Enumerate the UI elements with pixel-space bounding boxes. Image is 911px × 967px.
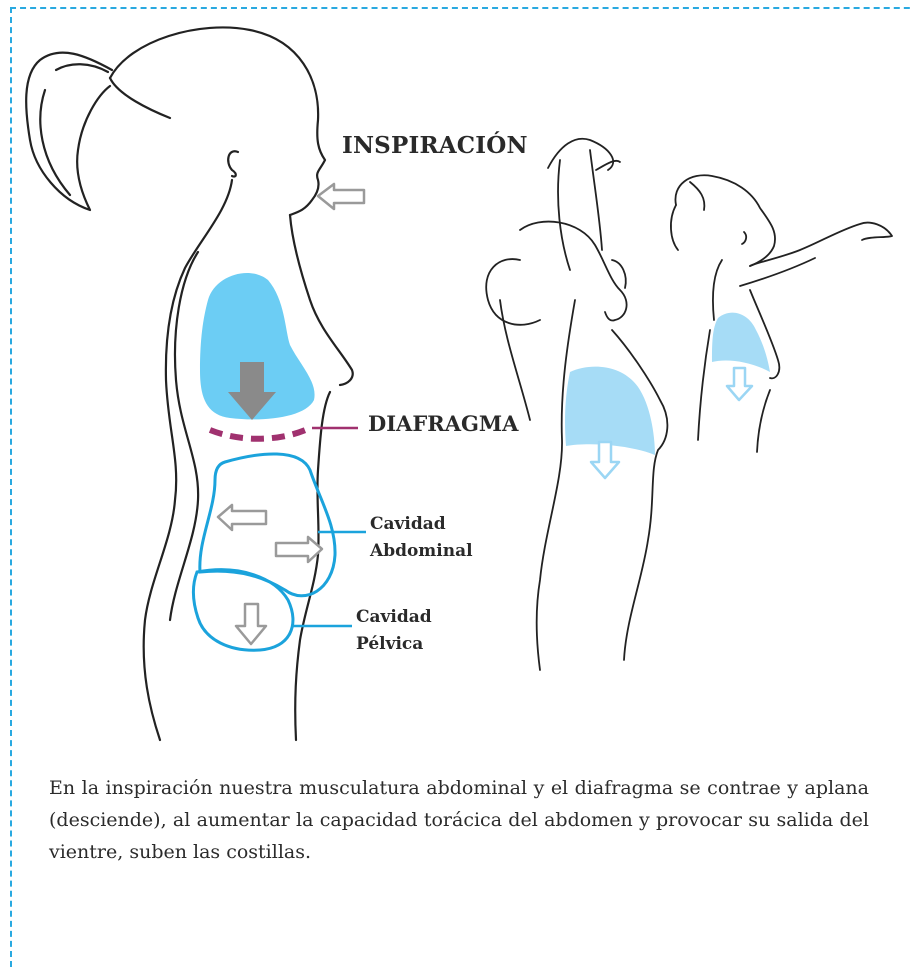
diaphragm-label: DIAFRAGMA (368, 411, 518, 436)
pelvic-label-line1: Cavidad (356, 604, 432, 631)
diaphragm-line (210, 428, 310, 439)
caption-text: En la inspiración nuestra musculatura ab… (49, 772, 869, 868)
pelvic-cavity-label: Cavidad Pélvica (356, 604, 432, 658)
right-figure-sketch (671, 175, 892, 452)
abdominal-label-line2: Abdominal (370, 538, 473, 565)
arrow-right-outline-icon (276, 537, 322, 562)
inspiration-label: INSPIRACIÓN (342, 132, 528, 159)
pelvic-cavity-outline (193, 570, 293, 650)
arrow-down-outline-icon (236, 604, 266, 644)
right-lung-shape (712, 313, 770, 372)
arrow-down-outline-icon (727, 368, 752, 400)
arrow-down-outline-icon (591, 442, 619, 478)
abdominal-cavity-label: Cavidad Abdominal (370, 511, 473, 565)
abdominal-label-line1: Cavidad (370, 511, 473, 538)
arrow-left-outline-icon (218, 505, 266, 530)
arrow-left-outline-icon (318, 184, 364, 209)
pelvic-label-line2: Pélvica (356, 631, 432, 658)
